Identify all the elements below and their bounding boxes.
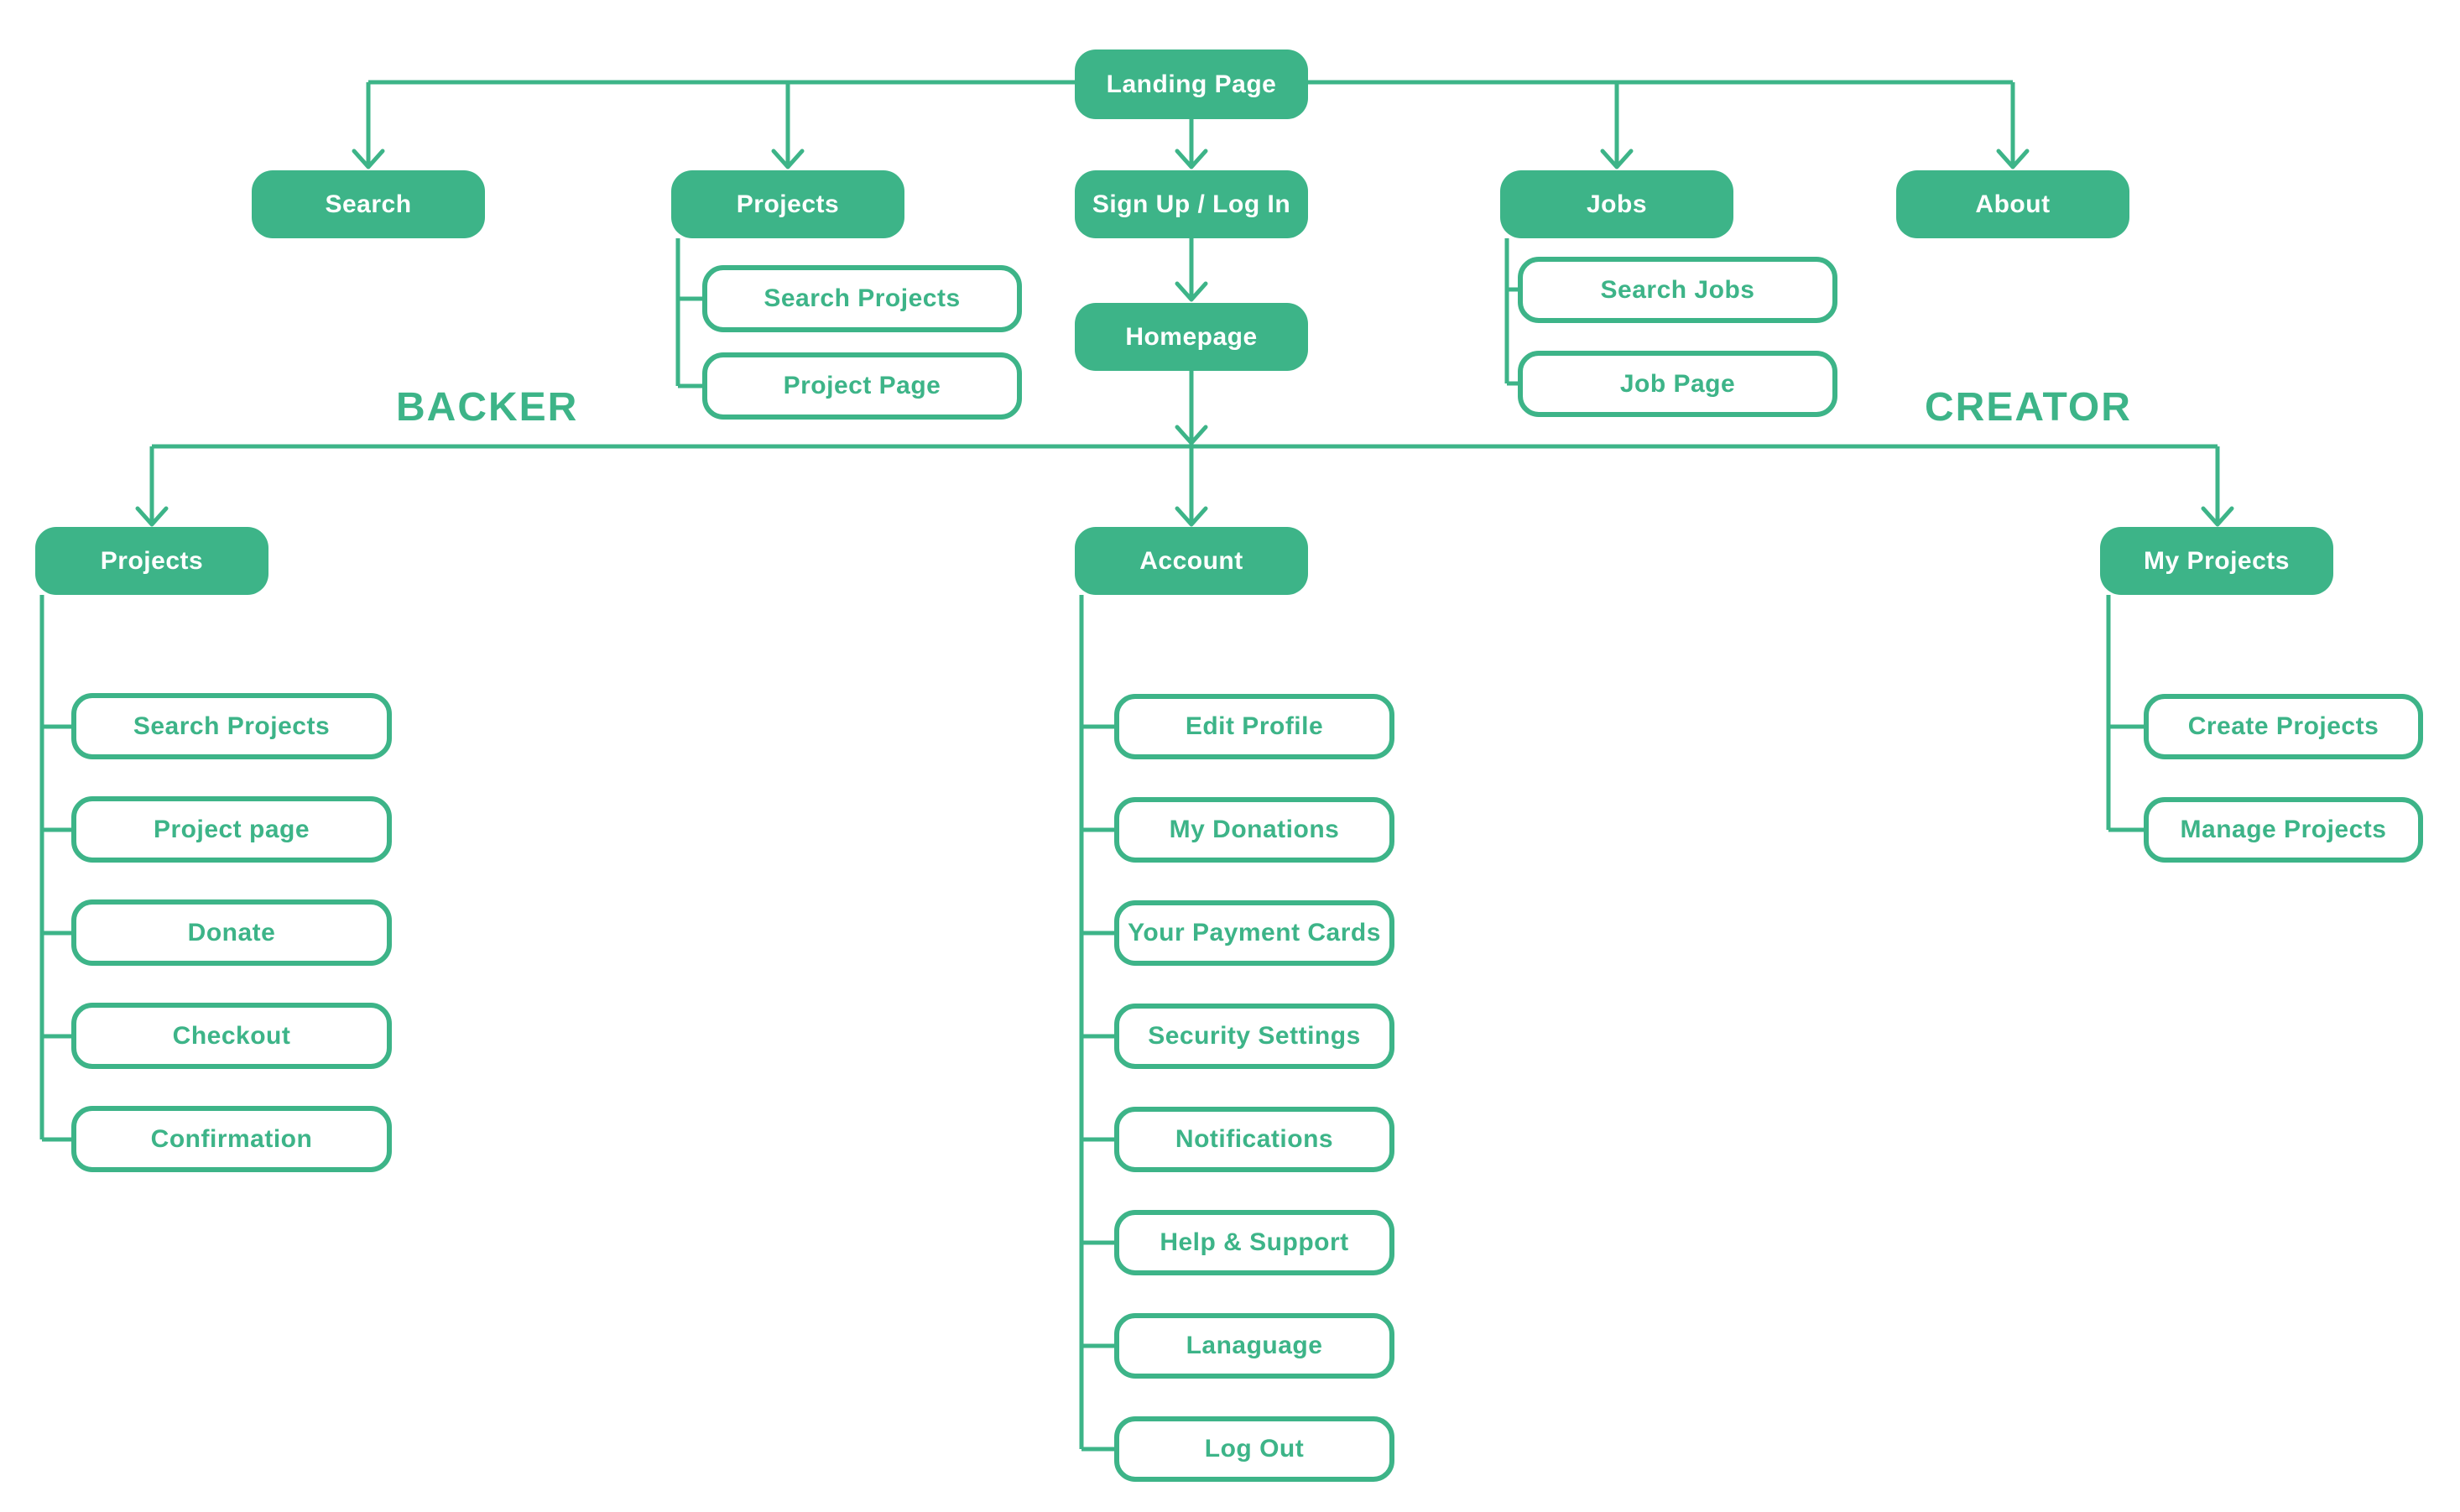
node-label: Checkout bbox=[172, 1021, 291, 1050]
node-label: Account bbox=[1139, 546, 1243, 575]
node-label: About bbox=[1975, 190, 2051, 218]
node-label: Lanaguage bbox=[1186, 1332, 1323, 1359]
node-search: Search bbox=[252, 170, 485, 238]
node-job-page: Job Page bbox=[1518, 351, 1837, 417]
node-label: Search Projects bbox=[764, 284, 961, 312]
node-my-donations: My Donations bbox=[1114, 797, 1394, 863]
node-confirmation: Confirmation bbox=[71, 1106, 392, 1172]
node-label: Sign Up / Log In bbox=[1092, 190, 1291, 218]
node-label: Job Page bbox=[1619, 369, 1736, 398]
node-about: About bbox=[1896, 170, 2129, 238]
node-label: Donate bbox=[187, 918, 276, 946]
node-log-out: Log Out bbox=[1114, 1416, 1394, 1482]
node-landing-page: Landing Page bbox=[1075, 50, 1308, 119]
node-label: Landing Page bbox=[1106, 70, 1277, 98]
node-search-projects-top: Search Projects bbox=[702, 265, 1022, 332]
node-checkout: Checkout bbox=[71, 1003, 392, 1069]
node-create-projects: Create Projects bbox=[2144, 694, 2423, 759]
node-manage-projects: Manage Projects bbox=[2144, 797, 2423, 863]
node-jobs: Jobs bbox=[1500, 170, 1733, 238]
node-account: Account bbox=[1075, 527, 1308, 595]
node-language: Lanaguage bbox=[1114, 1313, 1394, 1379]
node-signup-login: Sign Up / Log In bbox=[1075, 170, 1308, 238]
node-label: Security Settings bbox=[1148, 1022, 1361, 1050]
node-label: Create Projects bbox=[2187, 712, 2379, 740]
node-label: Log Out bbox=[1204, 1435, 1305, 1462]
node-backer-projects: Projects bbox=[35, 527, 268, 595]
node-homepage: Homepage bbox=[1075, 303, 1308, 371]
node-label: Jobs bbox=[1586, 190, 1648, 218]
node-my-projects: My Projects bbox=[2100, 527, 2333, 595]
node-label: Project page bbox=[153, 815, 310, 843]
node-label: My Donations bbox=[1169, 816, 1340, 843]
node-label: Homepage bbox=[1125, 322, 1258, 351]
node-label: Your Payment Cards bbox=[1128, 919, 1381, 946]
node-label: Project Page bbox=[783, 372, 941, 399]
node-donate: Donate bbox=[71, 899, 392, 966]
node-label: Edit Profile bbox=[1185, 712, 1324, 740]
node-label: Projects bbox=[100, 546, 204, 575]
node-label: Confirmation bbox=[150, 1124, 313, 1153]
node-backer-project-page: Project page bbox=[71, 796, 392, 863]
node-label: Projects bbox=[736, 190, 840, 218]
node-backer-search-projects: Search Projects bbox=[71, 693, 392, 759]
label-backer: BACKER bbox=[396, 385, 579, 430]
label-creator: CREATOR bbox=[1925, 385, 2132, 430]
node-label: Help & Support bbox=[1160, 1228, 1349, 1256]
node-notifications: Notifications bbox=[1114, 1107, 1394, 1172]
node-projects: Projects bbox=[671, 170, 904, 238]
node-label: Manage Projects bbox=[2180, 816, 2387, 843]
node-security-settings: Security Settings bbox=[1114, 1004, 1394, 1069]
arrowheads bbox=[135, 149, 2234, 527]
node-edit-profile: Edit Profile bbox=[1114, 694, 1394, 759]
node-label: Search Jobs bbox=[1600, 275, 1755, 304]
node-label: My Projects bbox=[2144, 546, 2290, 575]
node-label: Search Projects bbox=[133, 712, 331, 740]
node-search-jobs: Search Jobs bbox=[1518, 257, 1837, 323]
node-label: Notifications bbox=[1175, 1125, 1334, 1153]
node-project-page-top: Project Page bbox=[702, 352, 1022, 420]
node-your-payment-cards: Your Payment Cards bbox=[1114, 900, 1394, 966]
node-label: Search bbox=[325, 190, 412, 218]
node-help-support: Help & Support bbox=[1114, 1210, 1394, 1275]
